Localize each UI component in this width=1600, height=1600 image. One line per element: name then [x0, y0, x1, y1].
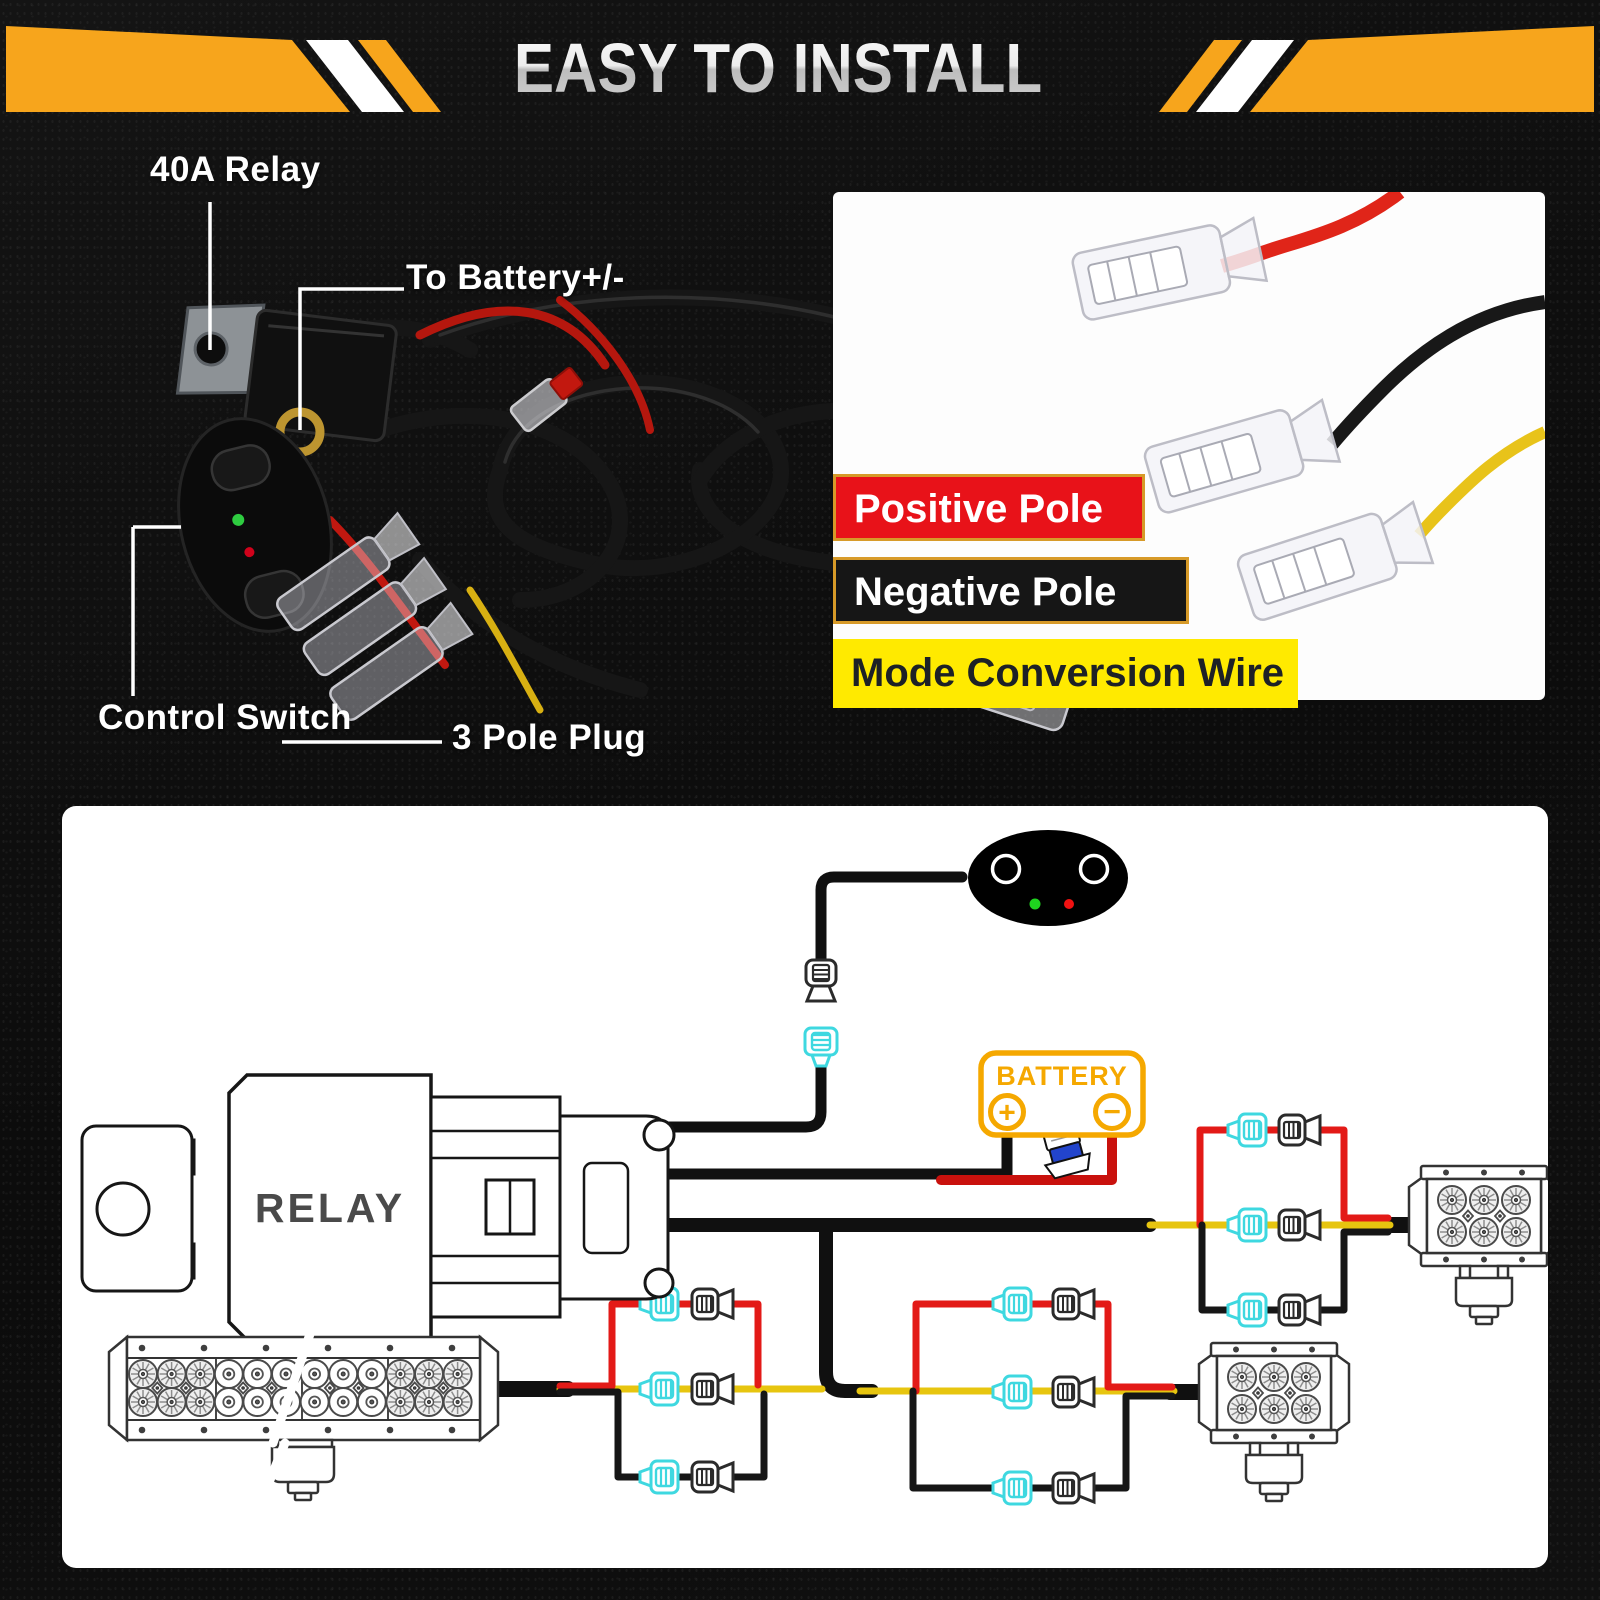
g1-red [1196, 1126, 1392, 1229]
female-connector-icon [638, 1371, 680, 1407]
male-connector-icon [1277, 1113, 1322, 1147]
led-pod-bottom-right [1199, 1343, 1349, 1501]
female-connector-icon [638, 1459, 680, 1495]
harness-control-switch [177, 417, 333, 633]
negative-terminal [1143, 397, 1342, 514]
female-connector-icon [1226, 1292, 1268, 1328]
relay-diagram: RELAY [80, 1073, 676, 1342]
label-negative-pole: Negative Pole [833, 557, 1189, 624]
harness-colored-wires [326, 296, 654, 714]
male-connector-icon [1277, 1293, 1322, 1327]
banner-title: EASY TO INSTALL [514, 29, 1042, 107]
g1-black [1198, 1221, 1392, 1314]
battery-label: BATTERY [996, 1061, 1128, 1091]
banner-left-stripes [6, 26, 441, 112]
relay-label: RELAY [255, 1185, 405, 1231]
switch-red-indicator [1064, 899, 1074, 909]
label-positive-pole: Positive Pole [833, 474, 1145, 541]
callout-battery: To Battery+/- [406, 258, 625, 297]
female-connector-icon [803, 1026, 839, 1068]
bar-red [556, 1300, 762, 1390]
male-connector-icon [1051, 1471, 1096, 1505]
banner-graphics: EASY TO INSTALL [6, 26, 1594, 112]
spade-connector-top [509, 367, 584, 433]
callout-leader-lines [131, 202, 442, 744]
male-connector-icon [690, 1372, 735, 1406]
positive-terminal [1071, 216, 1269, 321]
battery-positive-terminal [988, 1093, 1026, 1131]
wiring-diagram: BATTERY + − RELAY [80, 830, 1548, 1506]
banner-right-stripes [1159, 26, 1594, 112]
bar-black [556, 1388, 768, 1481]
light-bar-glare-slash [258, 1326, 316, 1502]
relay-bracket-hole [95, 1181, 151, 1237]
callout-plug: 3 Pole Plug [452, 718, 647, 757]
female-connector-icon [991, 1470, 1033, 1506]
switch-green-indicator [1029, 898, 1041, 910]
male-connector-icon [690, 1287, 735, 1321]
callout-relay: 40A Relay [150, 150, 321, 189]
male-connector-icon [1051, 1375, 1096, 1409]
switch-button-left [990, 853, 1022, 885]
three-pole-plug-connectors [276, 511, 474, 722]
female-connector-icon [1226, 1112, 1268, 1148]
female-connector-icon [991, 1286, 1033, 1322]
callout-switch: Control Switch [98, 698, 352, 737]
male-connector-icon [1277, 1208, 1322, 1242]
trunk-branch-wire [819, 1218, 879, 1398]
male-connector-icon [1051, 1287, 1096, 1321]
switch-button-right [1078, 853, 1110, 885]
wiring-diagram-panel: BATTERY + − RELAY [62, 806, 1548, 1568]
battery-negative-terminal [1093, 1093, 1131, 1131]
g2-black [909, 1387, 1176, 1492]
battery-black-wire [654, 1120, 1013, 1180]
led-pod-top-right [1409, 1166, 1548, 1324]
female-connector-icon [991, 1374, 1033, 1410]
diagram-wires [490, 871, 1430, 1492]
negative-wire [1326, 295, 1545, 449]
mode-terminal [1236, 500, 1435, 621]
g2-red [912, 1300, 1176, 1395]
battery-minus-sign: − [1103, 1096, 1121, 1129]
switch-green-led [232, 513, 245, 526]
female-connector-icon [1226, 1207, 1268, 1243]
relay-pin-top [642, 1118, 676, 1152]
connector-photo-illustration [1071, 192, 1545, 621]
battery-plus-sign: + [998, 1097, 1016, 1130]
switch-diagram [968, 830, 1128, 926]
battery-diagram: BATTERY + − [978, 1050, 1146, 1138]
label-mode-conversion-wire: Mode Conversion Wire [833, 639, 1298, 708]
led-light-bar [107, 1326, 500, 1502]
male-connector-icon [690, 1460, 735, 1494]
switch-wire [662, 871, 968, 1133]
male-connector-icon [804, 958, 838, 1003]
relay-pin-bottom [643, 1267, 675, 1299]
switch-red-led [244, 547, 255, 558]
mode-wire [1414, 426, 1545, 539]
